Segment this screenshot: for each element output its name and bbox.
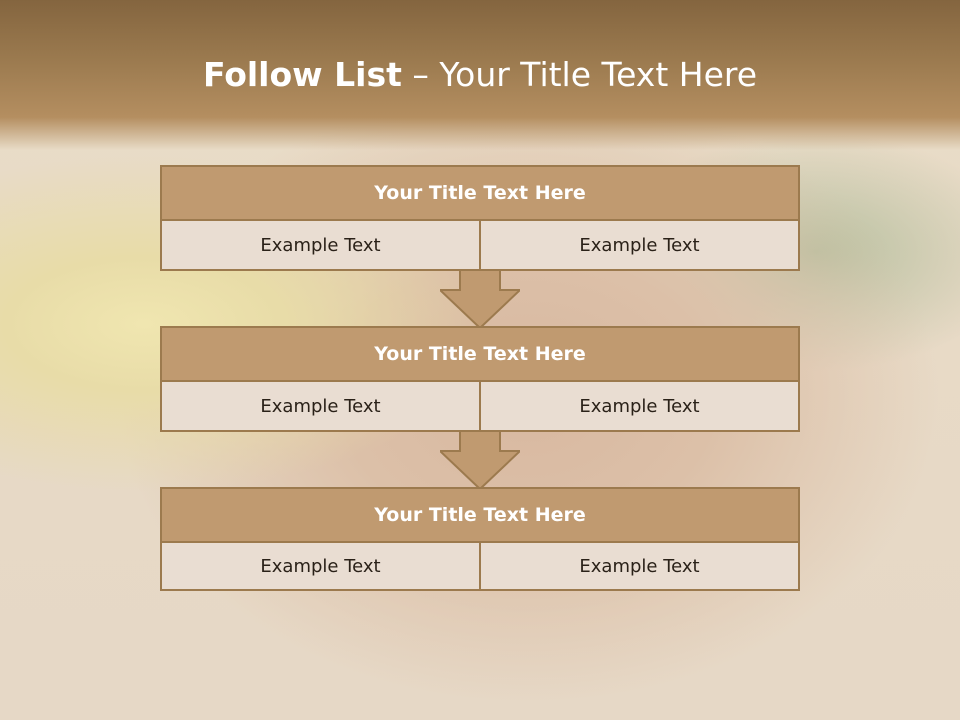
list-block-3: Your Title Text Here Example Text Exampl… — [160, 487, 800, 591]
list-block-1: Your Title Text Here Example Text Exampl… — [160, 165, 800, 271]
block-row: Example Text Example Text — [160, 543, 800, 591]
slide-title-bold: Follow List — [202, 55, 402, 94]
block-cell-left: Example Text — [160, 543, 481, 591]
slide-title: Follow List – Your Title Text Here — [0, 55, 960, 94]
block-cell-right: Example Text — [481, 221, 800, 271]
block-title: Your Title Text Here — [160, 487, 800, 543]
block-title: Your Title Text Here — [160, 165, 800, 221]
block-cell-right: Example Text — [481, 382, 800, 432]
slide-title-rest: – Your Title Text Here — [401, 55, 758, 94]
block-cell-right: Example Text — [481, 543, 800, 591]
block-row: Example Text Example Text — [160, 382, 800, 432]
block-title: Your Title Text Here — [160, 326, 800, 382]
list-block-2: Your Title Text Here Example Text Exampl… — [160, 326, 800, 432]
block-row: Example Text Example Text — [160, 221, 800, 271]
down-arrow-icon — [440, 431, 520, 489]
title-bar — [0, 0, 960, 150]
block-cell-left: Example Text — [160, 221, 481, 271]
down-arrow-icon — [440, 270, 520, 328]
block-cell-left: Example Text — [160, 382, 481, 432]
